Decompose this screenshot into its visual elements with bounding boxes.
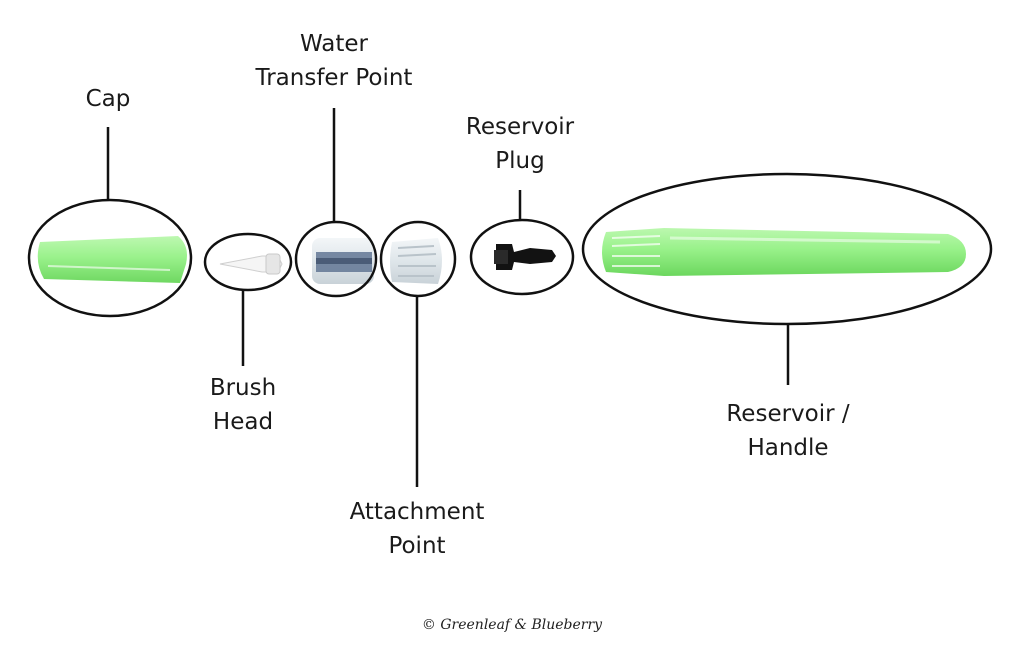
reservoir-handle-label: Reservoir / Handle [726,401,850,461]
reservoir-handle-part [602,228,966,276]
attachment-point-part [390,238,442,284]
reservoir-plug-ellipse [469,218,575,296]
credit-text: © Greenleaf & Blueberry [421,617,603,633]
reservoir-plug-label: Reservoir Plug [465,114,575,174]
cap-ellipse [27,198,193,318]
water-transfer-point-ellipse [294,220,378,298]
water-transfer-point-part [312,238,374,284]
cap-part [37,236,187,283]
reservoir-plug-part [494,244,556,270]
attachment-point-label: Attachment Point [349,499,485,559]
brush-head-label: Brush Head [209,375,277,435]
brush-head-part [219,253,283,275]
cap-label: Cap [85,86,131,112]
water-transfer-point-label: Water Transfer Point [255,31,413,91]
brush-head-ellipse [203,232,293,292]
